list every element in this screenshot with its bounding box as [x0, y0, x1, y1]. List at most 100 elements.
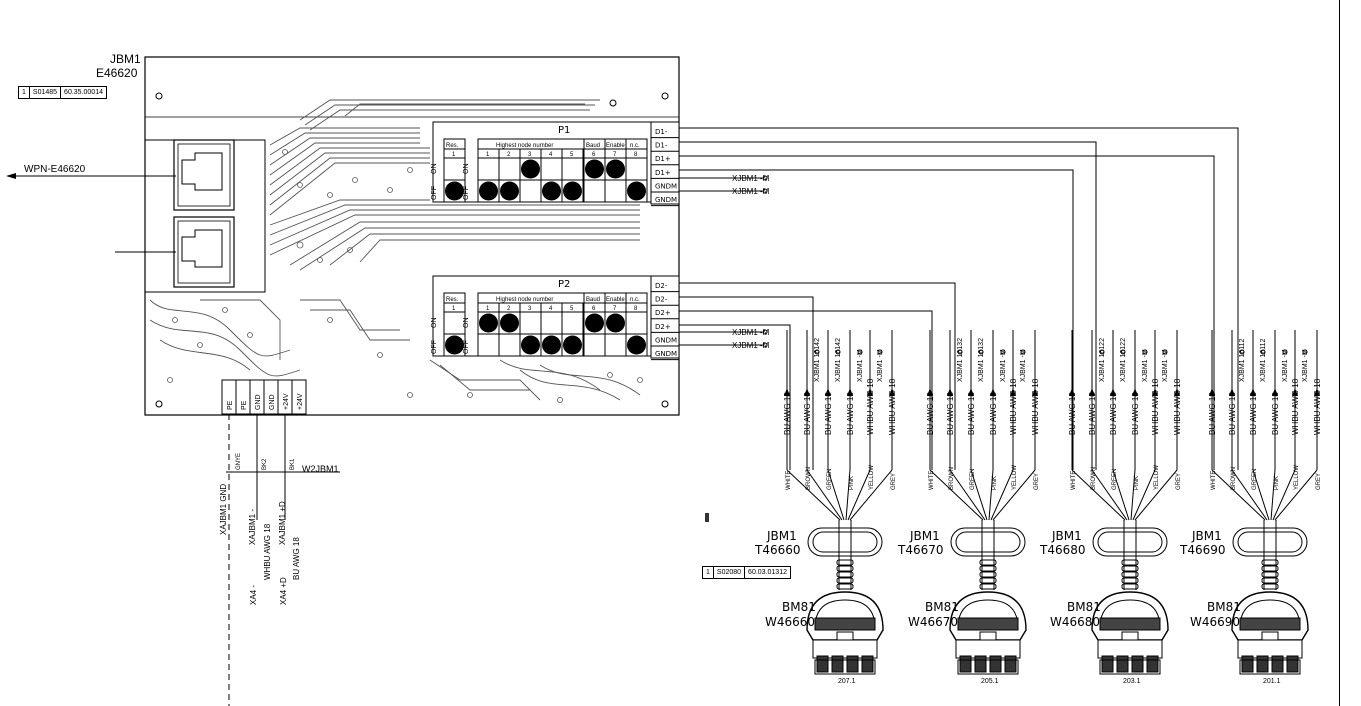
dip-switch-9[interactable] — [627, 181, 646, 201]
dip-switch-4[interactable] — [521, 159, 540, 179]
connector-bm: BM81 — [925, 600, 959, 614]
off-label: OFF — [431, 340, 438, 354]
power-terminal: GND — [255, 394, 262, 410]
wire-awg: BU AWG 18 — [1068, 392, 1077, 435]
wire-awg: BU AWG 18 — [824, 392, 833, 435]
pcb-traces — [149, 99, 641, 401]
power-ext-label: XAJBM1 +D — [278, 501, 287, 545]
wire-awg: BU AWG 18 — [1131, 392, 1140, 435]
wire-xlabel: XJBM1 -M — [1282, 349, 1289, 382]
ref-qty: 1 — [19, 87, 30, 98]
connector-bm: BM81 — [1067, 600, 1101, 614]
wire-color: WHITE — [1071, 471, 1077, 490]
wire-color: GREY — [891, 473, 897, 490]
panel-name: P2 — [558, 279, 570, 290]
connector-number: 207.1 — [838, 678, 856, 685]
dip-switch-9[interactable] — [627, 335, 646, 355]
rj45-port-1[interactable] — [173, 139, 235, 211]
wire-awg: BU AWG 18 — [783, 392, 792, 435]
wire-awg: WHBU AWG 18 — [1173, 378, 1182, 435]
wire-color: PINK — [849, 476, 855, 490]
ref2-part: S02080 — [714, 567, 746, 578]
terminal-gndm: GNDM — [655, 350, 677, 358]
dip-switch-1[interactable] — [445, 181, 464, 201]
connector-t-code: T46670 — [897, 543, 944, 557]
dip-switch-2[interactable] — [479, 181, 498, 201]
dip-switch-3[interactable] — [500, 181, 519, 201]
dip-switch-5[interactable] — [542, 335, 561, 355]
dip-switch-4[interactable] — [521, 335, 540, 355]
wire-awg: WHBU AWG 18 — [866, 378, 875, 435]
connector-t-name: JBM1 — [1051, 529, 1082, 543]
rj45-port-2[interactable] — [173, 216, 235, 288]
dip-switch-6[interactable] — [563, 181, 582, 201]
module-ref-box: 1 S01485 60.35.00014 — [18, 86, 107, 99]
wire-awg: BU AWG 18 — [1109, 392, 1118, 435]
connector-w-code: W46670 — [908, 615, 958, 629]
switch-number: 7 — [613, 306, 617, 312]
connector-t-name: JBM1 — [909, 529, 940, 543]
dip-switch-7[interactable] — [585, 159, 604, 179]
power-terminal: PE — [241, 400, 248, 410]
wire-awg: WHBU AWG 18 — [1151, 378, 1160, 435]
wire-awg: WHBU AWG 18 — [1009, 378, 1018, 435]
wire-xlabel: XJBM1 -M — [877, 349, 884, 382]
wire-awg: WHBU AWG 18 — [1291, 378, 1300, 435]
core-label: BK1 — [290, 458, 296, 470]
pcb-pads — [167, 149, 643, 403]
wire-color: WHITE — [1211, 471, 1217, 490]
dip-switch-8[interactable] — [606, 159, 625, 179]
wire-xlabel: XJBM1 16122 — [1099, 338, 1106, 382]
wire-color: PINK — [992, 476, 998, 490]
dip-switch-6[interactable] — [563, 335, 582, 355]
on-label: ON — [463, 318, 470, 329]
wire-color: GREY — [1034, 473, 1040, 490]
ref2-box: 1 S02080 60.03.01312 — [702, 566, 791, 579]
wire-xlabel: XJBM1 -M — [1020, 349, 1027, 382]
wire-awg: BU AWG 18 — [846, 392, 855, 435]
connector-bm: BM81 — [782, 600, 816, 614]
module-code: E46620 — [96, 66, 138, 80]
panel-name: P1 — [558, 125, 570, 136]
connector-t46690[interactable]: WHITE BU AWG 18 BROWN BU AWG 18 GREEN BU AWG … — [1179, 330, 1322, 685]
on-label: ON — [463, 164, 470, 175]
wire-xlabel: XJBM1 -M — [1302, 349, 1309, 382]
core-label: BK2 — [262, 458, 268, 470]
terminal-gndm: GNDM — [655, 196, 677, 204]
wire-xlabel: XJBM1 16142 — [814, 338, 821, 382]
wire-xlabel: XJBM1 16132 — [978, 338, 985, 382]
wire-awg: BU AWG 18 — [1208, 392, 1217, 435]
terminal-d2+: D2+ — [655, 309, 671, 317]
switch-number: 7 — [613, 152, 617, 158]
dip-switch-7[interactable] — [585, 313, 604, 333]
wpn-label: WPN-E46620 — [24, 164, 86, 175]
ref-number: 60.35.00014 — [64, 89, 103, 96]
wire-awg: BU AWG 18 — [1228, 392, 1237, 435]
dip-switch-8[interactable] — [606, 313, 625, 333]
switch-number: 6 — [592, 306, 596, 312]
dip-switch-3[interactable] — [500, 313, 519, 333]
wire-awg: BU AWG 18 — [1271, 392, 1280, 435]
power-ext-label: XAJBM1 - — [248, 509, 257, 545]
wire-color: BROWN — [1231, 467, 1237, 490]
power-terminal: +24V — [297, 393, 304, 410]
wire-xlabel: XJBM1 -M — [1162, 349, 1169, 382]
bus-lines — [679, 127, 1239, 470]
terminal-d1-: D1- — [655, 128, 668, 136]
wire-awg: BU AWG 18 — [967, 392, 976, 435]
connector-t-name: JBM1 — [766, 529, 797, 543]
wire-color: BROWN — [949, 467, 955, 490]
wire-color: GREEN — [1252, 469, 1258, 490]
dip-switch-2[interactable] — [479, 313, 498, 333]
cursor-marker — [705, 513, 709, 522]
dip-switch-1[interactable] — [445, 335, 464, 355]
wire-color: WHITE — [786, 471, 792, 490]
power-awg-label: BU AWG 18 — [292, 537, 301, 580]
switch-number: 1 — [452, 306, 456, 312]
dip-switch-5[interactable] — [542, 181, 561, 201]
wire-awg: BU AWG 18 — [803, 392, 812, 435]
